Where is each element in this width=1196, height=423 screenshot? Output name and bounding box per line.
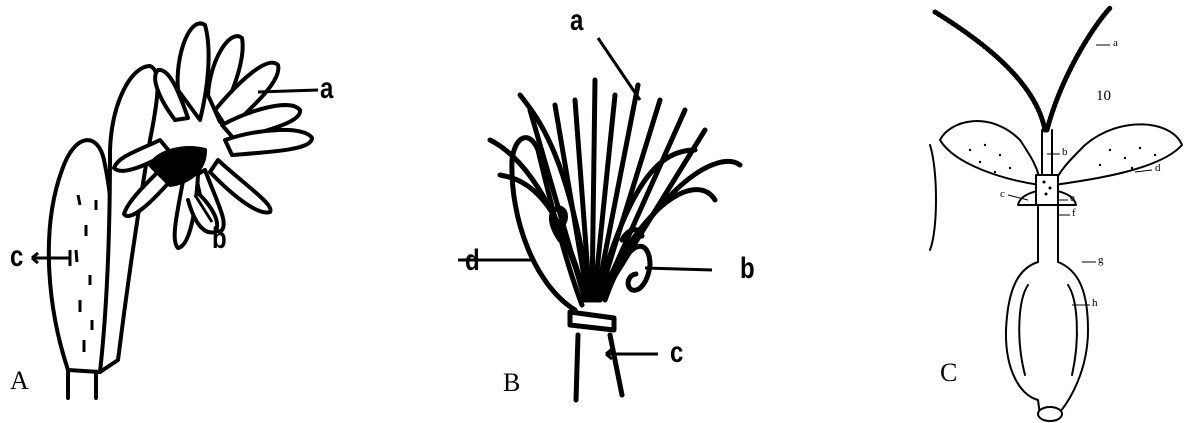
label-d: d [1155, 162, 1161, 174]
panel-label-a: A [10, 366, 29, 396]
band [570, 312, 614, 330]
label-h: h [1092, 297, 1098, 309]
panel-a: a b c A [0, 0, 360, 423]
label-a: a [570, 4, 583, 38]
panel-b: a b c d B [400, 0, 800, 423]
label-c: c [1000, 188, 1005, 200]
base-cut [1038, 407, 1062, 421]
figure-number: 10 [1096, 88, 1111, 105]
tube [1038, 205, 1058, 262]
label-a: a [1113, 37, 1118, 49]
anther-right [1054, 124, 1182, 185]
label-c: c [670, 336, 683, 370]
label-g: g [1098, 254, 1104, 266]
flower-a-drawing [0, 0, 360, 423]
stigma-branch-right [1047, 8, 1110, 130]
ovary-top [1036, 175, 1058, 205]
label-b: b [740, 252, 755, 286]
label-a: a [320, 72, 333, 106]
panel-c: 10 a b c d e f g h C [910, 0, 1196, 423]
label-d: d [465, 244, 480, 278]
label-c: c [10, 240, 23, 274]
stalk [68, 370, 96, 398]
label-e: e [1070, 192, 1075, 204]
label-b: b [1062, 146, 1068, 158]
flower-b-drawing [400, 0, 800, 423]
stigma-branch-left [935, 12, 1045, 130]
label-b: b [212, 222, 227, 256]
edge-fragment [930, 145, 936, 250]
filament [592, 80, 595, 300]
anther-left [940, 121, 1040, 185]
panel-label-c: C [940, 358, 957, 388]
label-f: f [1072, 207, 1076, 219]
panel-label-b: B [503, 368, 520, 398]
inner-bract [100, 66, 158, 372]
stalk [576, 335, 622, 400]
